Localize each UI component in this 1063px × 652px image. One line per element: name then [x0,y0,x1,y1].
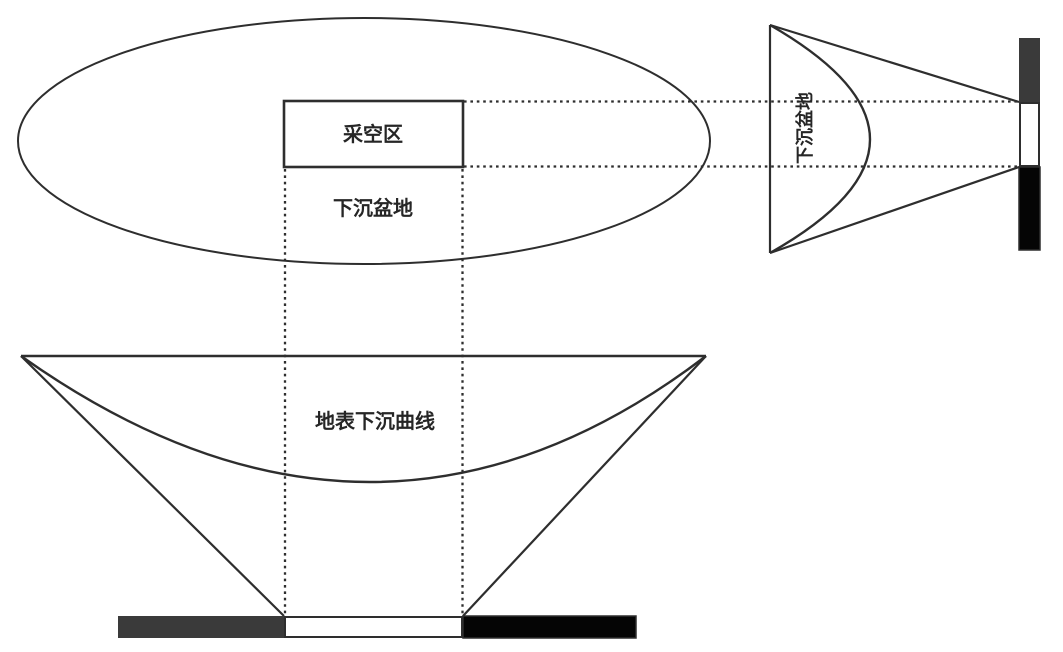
front-boundary-line-left [20,355,285,617]
goaf-rectangle [282,99,465,169]
front-seam-goaf-segment [284,616,463,638]
side-seam-goaf-segment [1019,102,1040,167]
side-seam-segment-lower [1018,166,1041,251]
front-seam-segment-right [462,615,637,639]
side-view: 下沉盆地 [768,23,1041,255]
surface-curve-label: 地表下沉曲线 [315,409,435,433]
subsidence-basin-ellipse [17,17,711,265]
front-coal-seam [118,615,637,639]
basin-side-label: 下沉盆地 [794,92,815,164]
goaf-label: 采空区 [343,122,403,146]
side-boundary-line-top [769,23,1020,104]
front-boundary-line-right [462,355,707,617]
basin-plan-label: 下沉盆地 [333,196,413,220]
side-seam-segment-upper [1019,38,1040,102]
side-boundary-line-bottom [769,165,1020,255]
front-view: 地表下沉曲线 [20,354,707,639]
side-coal-seam [1018,38,1041,251]
side-subsidence-curve [769,23,872,255]
front-subsidence-curve [20,355,707,484]
projection-lines [283,100,1017,615]
plan-view: 采空区 下沉盆地 [17,17,711,265]
front-seam-segment-left [118,616,284,638]
